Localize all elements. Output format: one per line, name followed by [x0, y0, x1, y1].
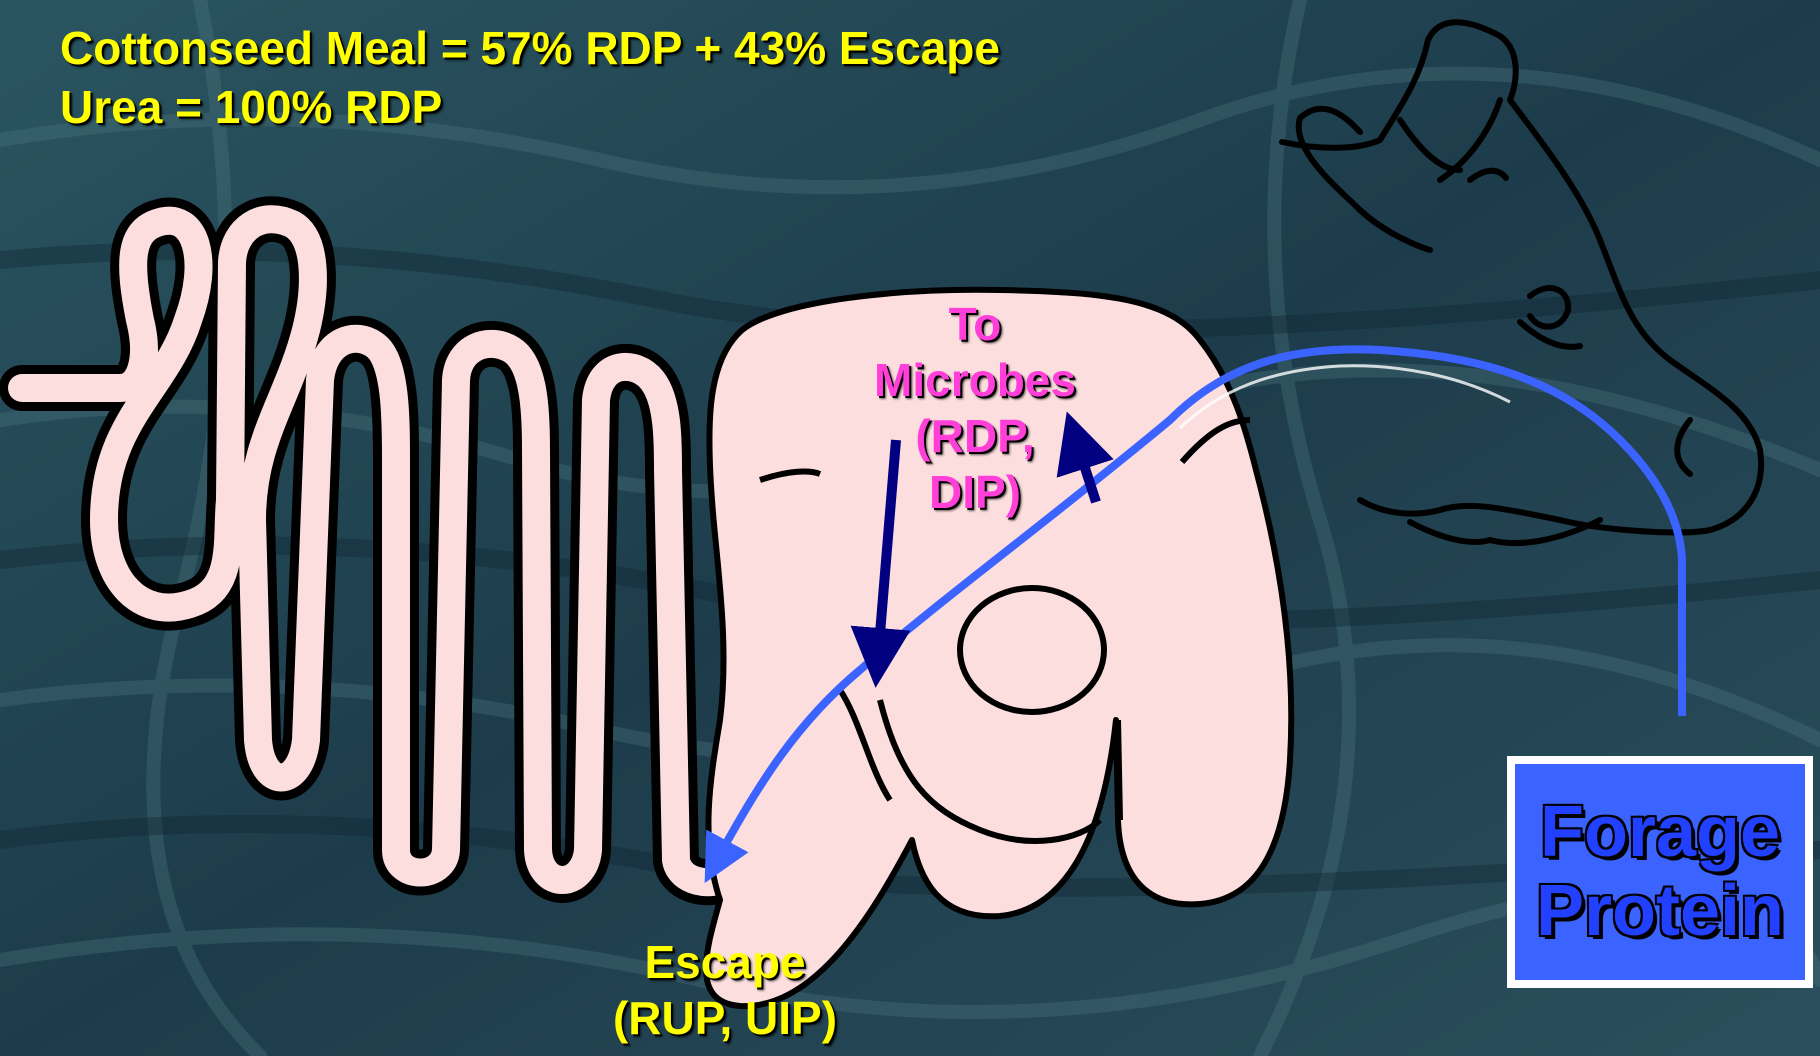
to-microbes-line-1: To [840, 296, 1110, 352]
escape-line-2: (RUP, UIP) [560, 990, 890, 1046]
header-line-cottonseed: Cottonseed Meal = 57% RDP + 43% Escape [60, 22, 1000, 75]
header-line-urea: Urea = 100% RDP [60, 81, 1000, 134]
forage-protein-label: Forage Protein [1536, 793, 1784, 951]
forage-protein-line-1: Forage [1536, 793, 1784, 872]
to-microbes-line-3: (RDP, [840, 408, 1110, 464]
header-text: Cottonseed Meal = 57% RDP + 43% Escape U… [60, 22, 1000, 140]
cow-head-outline [1282, 22, 1761, 543]
small-intestine-illustration [22, 219, 724, 882]
escape-line-1: Escape [560, 934, 890, 990]
to-microbes-line-2: Microbes [840, 352, 1110, 408]
to-microbes-line-4: DIP) [840, 464, 1110, 520]
escape-label: Escape (RUP, UIP) [560, 934, 890, 1046]
to-microbes-label: To Microbes (RDP, DIP) [840, 296, 1110, 520]
forage-protein-line-2: Protein [1536, 872, 1784, 951]
forage-protein-box: Forage Protein [1507, 756, 1813, 988]
